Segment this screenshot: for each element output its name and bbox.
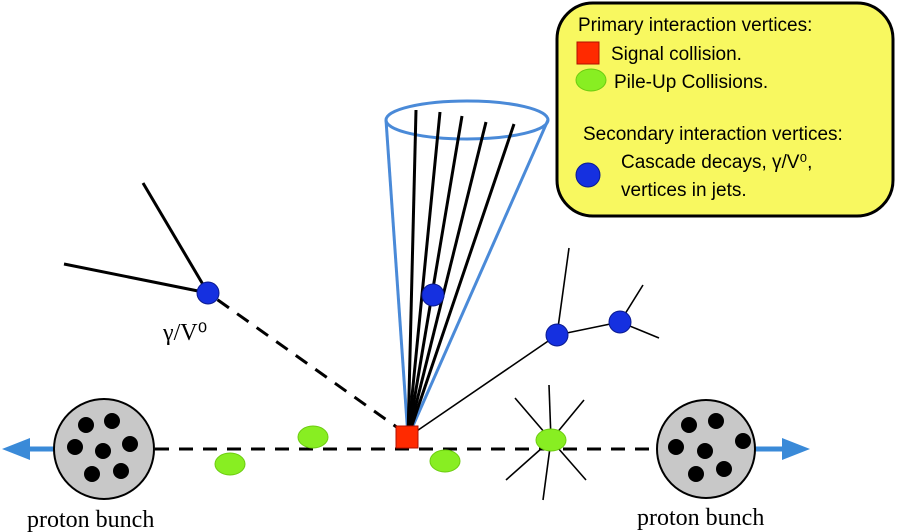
legend-pileup-marker [575,68,607,92]
left-beam-arrow [2,438,55,460]
pileup-vertex [297,425,329,449]
proton-bunch-left-label: proton bunch [27,507,154,532]
legend-signal-label: Signal collision. [611,44,742,65]
gamma-v0-label: γ/V⁰ [162,320,207,346]
secondary-vertex [196,281,220,305]
proton-bunch-right [656,399,756,499]
jet-cone [384,99,550,438]
gamma-v0-decay [63,182,406,435]
legend-box: Primary interaction vertices: Signal col… [555,1,895,218]
legend-signal-marker [576,41,600,65]
proton-bunch-left [53,398,155,500]
pileup-vertex [214,452,246,476]
legend-cascade-label-line2: vertices in jets. [621,180,747,201]
legend-secondary-marker [575,162,601,188]
legend-secondary-heading: Secondary interaction vertices: [583,124,843,145]
right-beam-arrow [750,438,810,460]
secondary-vertex [545,323,569,347]
legend-primary-heading: Primary interaction vertices: [578,15,812,36]
legend-pileup-label: Pile-Up Collisions. [614,72,768,93]
legend-cascade-label-line1: Cascade decays, γ/V⁰, [621,152,812,173]
cascade-decay-tracks [407,247,660,438]
secondary-vertex [421,283,445,307]
pileup-vertex [535,428,567,452]
secondary-vertex [608,310,632,334]
signal-vertex [395,425,419,449]
pileup-vertex [429,449,461,473]
proton-bunch-right-label: proton bunch [637,505,764,531]
